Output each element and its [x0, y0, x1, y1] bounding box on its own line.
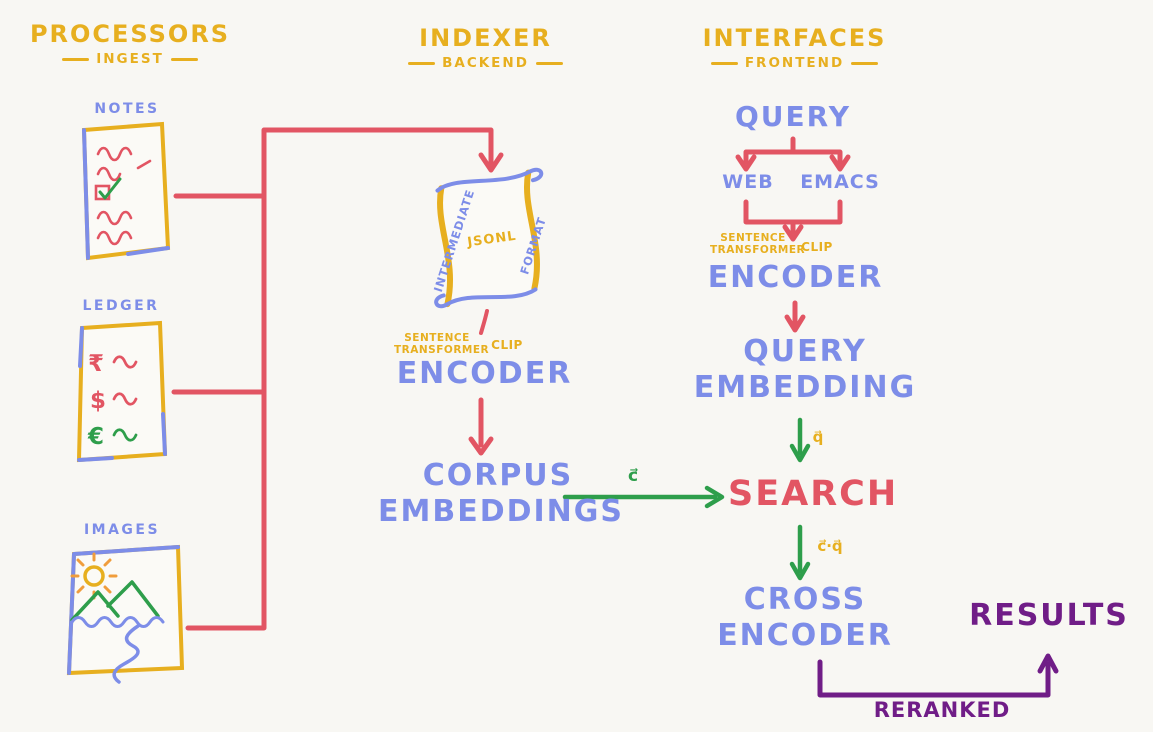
client-merge-line — [743, 199, 843, 235]
corpus-vector-label: c⃗ — [627, 466, 639, 486]
indexer-header: INDEXER BACKEND — [398, 24, 573, 71]
query-embedding-line1: QUERY — [743, 334, 867, 369]
notes-scribble — [96, 230, 133, 246]
arrowhead-into-scroll — [478, 152, 504, 173]
picture-frame — [66, 544, 185, 676]
indexer-clip-label: CLIP — [491, 338, 523, 352]
reranked-line — [817, 659, 1051, 698]
corpus-embeddings-label: CORPUS EMBEDDINGS — [378, 458, 625, 530]
scroll-body — [441, 172, 535, 305]
scroll-right-edge — [524, 169, 540, 292]
arrowhead-search-left — [704, 485, 725, 509]
indexer-encoder-label: ENCODER — [396, 356, 573, 391]
interfaces-subtitle: FRONTEND — [710, 55, 879, 71]
notes-document-icon — [81, 121, 171, 261]
indexer-title: INDEXER — [419, 24, 552, 52]
jsonl-scroll-icon — [434, 167, 544, 309]
arrowhead-search-top — [789, 443, 811, 463]
interfaces-model-label: SENTENCE TRANSFORMER — [710, 232, 806, 257]
results-label: RESULTS — [969, 598, 1129, 633]
model-line2: TRANSFORMER — [394, 344, 490, 357]
dash-line — [62, 57, 90, 61]
query-label: QUERY — [735, 100, 851, 133]
arrowhead-corpus — [468, 436, 494, 456]
notes-paper-accent — [82, 128, 170, 260]
query-embedding-line2: EMBEDDING — [693, 370, 917, 405]
ledger-label: LEDGER — [82, 298, 160, 314]
picture-frame-accent — [67, 545, 180, 675]
model-line1: SENTENCE — [720, 232, 786, 244]
arrowhead-results — [1037, 653, 1059, 674]
model-line2: TRANSFORMER — [710, 244, 806, 257]
interfaces-header: INTERFACES FRONTEND — [692, 24, 897, 71]
ingest-pipeline-line — [171, 127, 494, 631]
dollar-symbol: $ — [90, 388, 106, 414]
dash-line — [535, 61, 563, 65]
scroll-bottom-curl — [434, 287, 538, 309]
ledger-document-icon: ₹ $ € — [76, 320, 168, 463]
dash-line — [408, 61, 436, 65]
search-label: SEARCH — [728, 474, 899, 514]
reranked-label: RERANKED — [873, 698, 1011, 722]
emacs-client-label: EMACS — [800, 171, 880, 193]
dash-line — [170, 57, 198, 61]
dot-product-label: c⃗·q⃗ — [817, 537, 843, 555]
mountains — [70, 580, 160, 622]
cross-encoder-line1: CROSS — [743, 582, 867, 617]
indexer-model-label: SENTENCE TRANSFORMER — [394, 332, 490, 357]
cross-encoder-line2: ENCODER — [717, 618, 893, 653]
notes-label: NOTES — [94, 101, 160, 117]
interfaces-clip-label: CLIP — [801, 240, 833, 254]
images-picture-icon — [66, 544, 185, 684]
rupee-symbol: ₹ — [88, 351, 104, 377]
notes-checkmark — [98, 177, 122, 200]
query-embedding-label: QUERY EMBEDDING — [690, 334, 920, 406]
processors-title: PROCESSORS — [29, 20, 231, 48]
arrowhead-query-encoder — [782, 224, 804, 242]
images-label: IMAGES — [83, 522, 161, 538]
web-client-label: WEB — [722, 171, 774, 193]
ledger-paper-accent — [77, 326, 167, 462]
scroll-left-edge — [437, 185, 454, 308]
interfaces-encoder-label: ENCODER — [707, 260, 884, 295]
arrowhead-cross-encoder — [789, 561, 811, 581]
river — [112, 624, 140, 684]
scroll-to-encoder-line — [479, 309, 489, 335]
indexer-subtitle: BACKEND — [408, 55, 563, 71]
water-line — [70, 616, 165, 628]
query-vector-label: q⃗ — [812, 428, 824, 446]
notes-scribble — [96, 210, 133, 226]
ledger-scribble — [112, 355, 138, 369]
notes-scribble — [96, 159, 152, 182]
model-line1: SENTENCE — [404, 332, 470, 344]
scroll-top-curl — [435, 167, 544, 193]
notes-scribble — [96, 146, 133, 162]
euro-symbol: € — [87, 424, 104, 450]
arrowhead-emacs — [829, 154, 851, 172]
corpus-line2: EMBEDDINGS — [378, 494, 625, 529]
interfaces-title: INTERFACES — [702, 24, 887, 52]
processors-header: PROCESSORS INGEST — [30, 20, 230, 67]
arrowhead-web — [735, 154, 757, 172]
query-split-line — [743, 136, 843, 165]
arrowhead-query-embedding — [784, 314, 806, 333]
corpus-line1: CORPUS — [422, 458, 574, 493]
ledger-scribble — [112, 392, 138, 406]
dash-line — [851, 61, 879, 65]
cross-encoder-label: CROSS ENCODER — [695, 582, 915, 654]
dash-line — [710, 61, 738, 65]
ledger-scribble — [112, 428, 138, 442]
sun-icon — [83, 565, 105, 587]
processors-subtitle: INGEST — [62, 51, 198, 67]
